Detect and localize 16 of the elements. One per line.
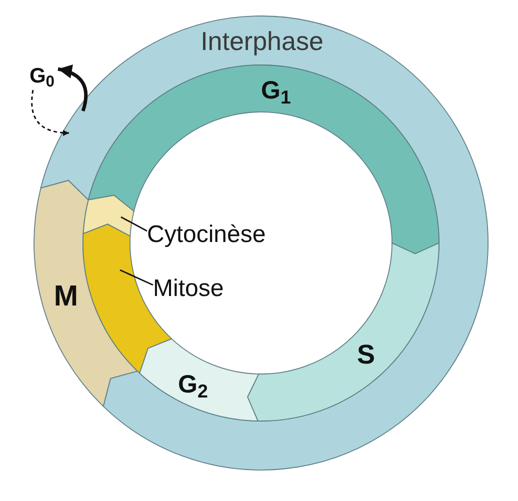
phase-label: M <box>54 282 78 312</box>
callout-label: Cytocinèse <box>147 223 266 247</box>
leader-line <box>120 269 154 286</box>
outer-ring-segment <box>34 180 138 407</box>
leader-line <box>120 216 148 232</box>
inner-ring-segment <box>139 338 259 421</box>
curved-dashed-arrow <box>31 90 70 136</box>
phase-label: S <box>357 342 375 368</box>
inner-ring-segment <box>83 195 134 237</box>
phase-label: Interphase <box>200 28 324 54</box>
inner-ring-segment <box>88 65 439 254</box>
curved-arrow <box>58 65 88 112</box>
phase-label: G$_{0}$ <box>29 66 55 86</box>
phase-label: G$_{1}$ <box>261 78 291 104</box>
callout-label: Mitose <box>153 277 224 301</box>
phase-label: G$_{2}$ <box>178 372 208 398</box>
